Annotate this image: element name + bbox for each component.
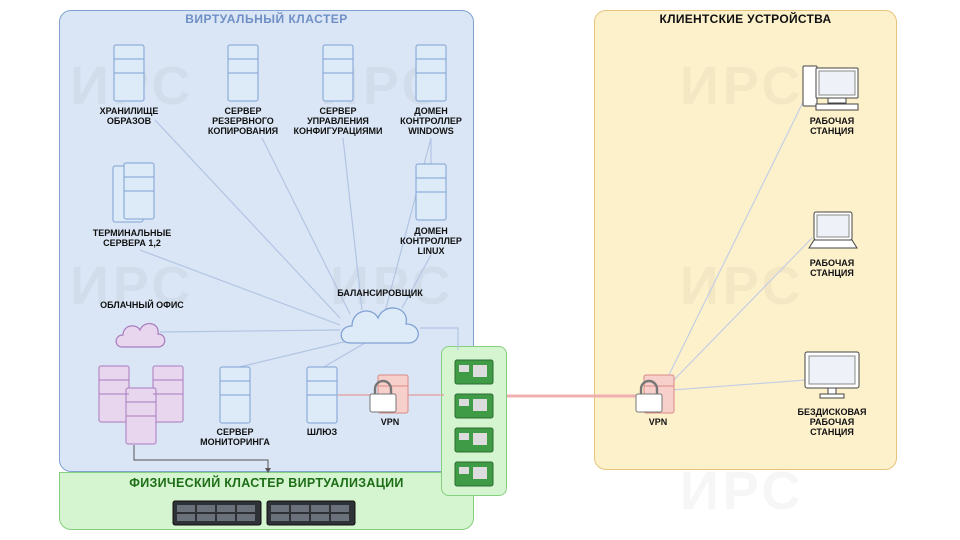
vpn-right-label: VPN (648, 417, 668, 427)
config-server-icon (322, 44, 354, 102)
gateway-server-icon (306, 366, 338, 424)
balancer-label: БАЛАНСИРОВЩИК (337, 288, 423, 298)
rack-servers-icon (172, 500, 356, 526)
virtual-cluster-title: ВИРТУАЛЬНЫЙ КЛАСТЕР (185, 12, 348, 26)
workstation-desktop-icon (802, 65, 859, 111)
terminal-servers-icon (112, 162, 155, 223)
image-storage-server-icon (113, 44, 145, 102)
backup-server-icon (227, 44, 259, 102)
diskless-workstation-monitor-icon (804, 351, 860, 399)
vpn-left-label: VPN (380, 417, 400, 427)
workstation-laptop-icon (808, 211, 858, 249)
cloud-office-cloud-icon (115, 323, 166, 348)
monitoring-server-icon (219, 366, 251, 424)
gateway-label: ШЛЮЗ (306, 427, 338, 437)
vpn-right-icon (635, 374, 675, 414)
physical-cluster-title: ФИЗИЧЕСКИЙ КЛАСТЕР ВИРТУАЛИЗАЦИИ (129, 476, 404, 490)
cloud-office-servers-icon (98, 365, 184, 445)
windows-dc-server-icon (415, 44, 447, 102)
client-devices-title: КЛИЕНТСКИЕ УСТРОЙСТВА (659, 12, 832, 26)
switch-boards-icon (454, 359, 494, 487)
vpn-left-icon (369, 374, 409, 414)
balancer-cloud-icon (340, 307, 419, 344)
linux-dc-server-icon (415, 163, 447, 221)
cloud-office-label: ОБЛАЧНЫЙ ОФИС (100, 300, 184, 310)
